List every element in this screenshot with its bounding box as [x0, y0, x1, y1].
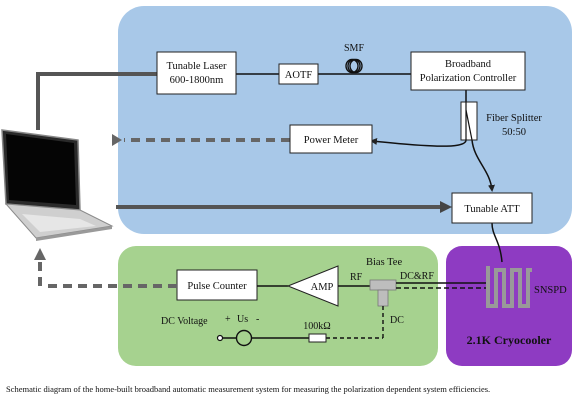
minus-label: - [256, 314, 259, 325]
laser-label-2: 600-1800nm [170, 75, 224, 86]
splitter-inner-2 [465, 109, 473, 141]
power-meter-box [289, 124, 373, 154]
resistor-label: 100kΩ [303, 321, 330, 332]
dc-voltage-label: DC Voltage [161, 316, 208, 327]
amp-label: AMP [311, 282, 334, 293]
plus-label: + [225, 314, 231, 325]
snspd-label: SNSPD [534, 285, 567, 296]
splitter-label-2: 50:50 [502, 127, 526, 138]
laptop-to-laser-line [36, 72, 157, 130]
dcrf-label: DC&RF [400, 271, 434, 282]
rf-label: RF [350, 272, 363, 283]
dc-terminal [216, 334, 224, 342]
aotf-box [278, 63, 319, 85]
splitter-label-1: Fiber Splitter [486, 113, 542, 124]
polarization-controller-box [410, 51, 526, 91]
bias-tee-label: Bias Tee [366, 257, 402, 268]
aotf-label: AOTF [285, 70, 313, 81]
smf-label: SMF [344, 43, 364, 54]
laptop-icon [1, 129, 114, 241]
pulse-counter-label: Pulse Counter [187, 281, 247, 292]
us-label: Us [237, 314, 248, 325]
splitter-to-att [471, 139, 495, 192]
power-meter-label: Power Meter [304, 135, 359, 146]
pc-label-1: Broadband [445, 59, 492, 70]
laser-label-1: Tunable Laser [167, 61, 227, 72]
cryocooler-label: 2.1K Cryocooler [467, 333, 552, 347]
att-to-snspd-fiber [491, 222, 503, 263]
arrowhead-to-laptop [112, 134, 122, 146]
laser-box [156, 51, 237, 95]
snspd-meander-icon [486, 266, 532, 308]
figure-caption: Schematic diagram of the home-built broa… [6, 384, 491, 394]
voltage-source-icon [235, 329, 253, 347]
smf-coil-icon [345, 58, 363, 74]
resistor-icon [308, 333, 327, 343]
pc-label-2: Polarization Controller [420, 73, 517, 84]
splitter-to-powermeter [370, 138, 467, 147]
arrowhead-to-att [440, 201, 452, 213]
att-box [451, 192, 533, 224]
arrowhead-up-to-laptop [34, 248, 46, 260]
dc-label: DC [390, 315, 404, 326]
fiber-splitter-box [460, 101, 478, 141]
att-label: Tunable ATT [464, 204, 520, 215]
